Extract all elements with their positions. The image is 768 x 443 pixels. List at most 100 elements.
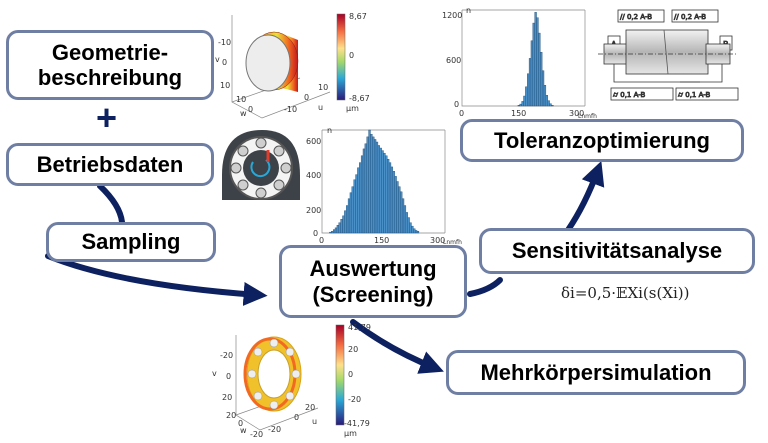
y-tick-label: 0	[313, 229, 318, 238]
disk-colorbar	[336, 13, 346, 101]
histogram-bar	[414, 230, 418, 234]
histogram-bar	[545, 95, 548, 107]
histogram-bar	[351, 186, 354, 234]
tick-label: 20	[226, 411, 236, 420]
histogram-bar	[360, 155, 364, 234]
tick-label: 0	[238, 419, 243, 428]
histogram-bar	[336, 225, 339, 234]
y-axis-label: n	[327, 126, 332, 135]
flow-arrows	[45, 161, 605, 374]
histogram-bar	[409, 222, 412, 234]
x-tick-label: 150	[511, 109, 526, 118]
ring-colorbar	[335, 324, 345, 426]
y-tick-label: 400	[306, 171, 321, 180]
y-axis-label: n	[466, 6, 471, 15]
ring-plot-tick-labels: -20 0 20 20 0 -20 -20 0 20 v w u	[212, 351, 317, 439]
colorbar-max-label: 8,67	[349, 12, 367, 21]
histogram-bar	[551, 105, 554, 107]
histogram-bar	[519, 103, 522, 107]
histogram-optimized: 1200 600 0 0 150 300 n Lnmfh	[442, 6, 597, 120]
colorbar-label: -20	[348, 395, 361, 404]
x-tick-label: 300	[430, 236, 445, 245]
tick-label: -20	[268, 425, 281, 434]
histogram-bar	[525, 86, 528, 107]
histogram-bar	[334, 227, 338, 234]
arrow-auswertung-to-mehrkoerper	[350, 319, 444, 374]
disk-deformation-plot: -10 0 10 10 0 -10 0 10 v w u 8,67 0 -8,6…	[215, 12, 370, 119]
tick-label: -10	[218, 38, 231, 47]
axis-label-v: v	[215, 55, 220, 64]
y-tick-label: 600	[446, 56, 461, 65]
histogram-bar	[540, 52, 543, 107]
arrow-betriebsdaten-to-sampling	[97, 183, 125, 225]
colorbar-min-label: -8,67	[349, 94, 370, 103]
histogram-bar	[400, 191, 403, 234]
histogram-bar	[405, 212, 408, 234]
histogram-screening-bars	[329, 129, 420, 234]
histogram-bar	[338, 222, 341, 234]
tolerance-frame-top-left: // 0,2 A-B	[620, 13, 652, 21]
histogram-bar	[407, 217, 410, 234]
x-axis-label: Lnmfh	[578, 113, 597, 120]
tolerance-frame-bottom-left: ⌭ 0,1 A-B	[613, 91, 646, 99]
histogram-bar	[383, 152, 386, 234]
histogram-bar	[359, 162, 362, 234]
histogram-bar	[388, 162, 392, 234]
histogram-bar	[332, 229, 336, 234]
tolerance-optimization-box: Toleranzoptimierung	[460, 119, 744, 162]
histogram-bar	[377, 145, 380, 234]
histogram-bar	[340, 219, 343, 234]
histogram-bar	[357, 167, 360, 234]
arrow-sampling-to-auswertung	[45, 253, 268, 306]
histogram-bar	[394, 176, 397, 234]
histogram-bar	[541, 70, 545, 107]
colorbar-min-label: -41,79	[344, 419, 370, 428]
x-tick-label: 150	[374, 236, 389, 245]
histogram-bar	[527, 73, 530, 107]
tolerance-frame-top-right: // 0,2 A-B	[674, 13, 706, 21]
tick-label: 0	[226, 372, 231, 381]
ring-rolling-element-pockets	[247, 338, 301, 410]
histogram-bar	[381, 150, 384, 234]
histogram-bar	[375, 141, 379, 234]
histogram-optimized-ticks: 1200 600 0 0 150 300 n Lnmfh	[442, 6, 597, 120]
histogram-bar	[353, 179, 356, 234]
axis-label-w: w	[240, 426, 247, 435]
histogram-bar	[342, 215, 345, 234]
histogram-bar	[366, 136, 369, 234]
histogram-bar	[528, 58, 532, 107]
histogram-bar	[403, 205, 407, 234]
multibody-simulation-box: Mehrkörpersimulation	[446, 350, 746, 395]
arrow-auswertung-to-sensitivitaet	[467, 277, 503, 297]
disk-front-face	[245, 34, 291, 92]
bearing-rolling-elements	[230, 137, 292, 199]
sensitivity-analysis-box: Sensitivitätsanalyse	[479, 228, 755, 274]
histogram-bar	[362, 148, 366, 234]
histogram-bar	[549, 103, 552, 107]
histogram-bar	[523, 95, 526, 107]
colorbar-label: 20	[348, 345, 358, 354]
histogram-bar	[331, 231, 334, 234]
tick-label: 0	[222, 58, 227, 67]
colorbar-mid-label: 0	[349, 51, 354, 60]
arrow-sensitivitaet-to-toleranz	[565, 161, 605, 233]
axis-label-w: w	[240, 109, 247, 118]
histogram-bar	[347, 198, 351, 234]
histogram-bar	[517, 105, 520, 107]
tick-label: 10	[236, 95, 246, 104]
rotation-arrow-icon	[250, 159, 271, 178]
colorbar-unit-label: µm	[344, 429, 357, 438]
histogram-bar	[521, 101, 524, 107]
histogram-bar	[416, 231, 420, 234]
histogram-optimized-bars	[517, 12, 554, 107]
tick-label: 20	[222, 393, 232, 402]
tick-label: 0	[248, 105, 253, 114]
histogram-bar	[547, 100, 550, 107]
histogram-bar	[532, 22, 535, 107]
disk-plot-tick-labels: -10 0 10 10 0 -10 0 10 v w u	[215, 38, 328, 118]
histogram-bar	[385, 155, 388, 234]
histogram-screening: 600 400 200 0 0 150 300 n Lnmfh	[306, 126, 462, 246]
y-tick-label: 200	[306, 206, 321, 215]
sampling-box: Sampling	[46, 222, 216, 262]
